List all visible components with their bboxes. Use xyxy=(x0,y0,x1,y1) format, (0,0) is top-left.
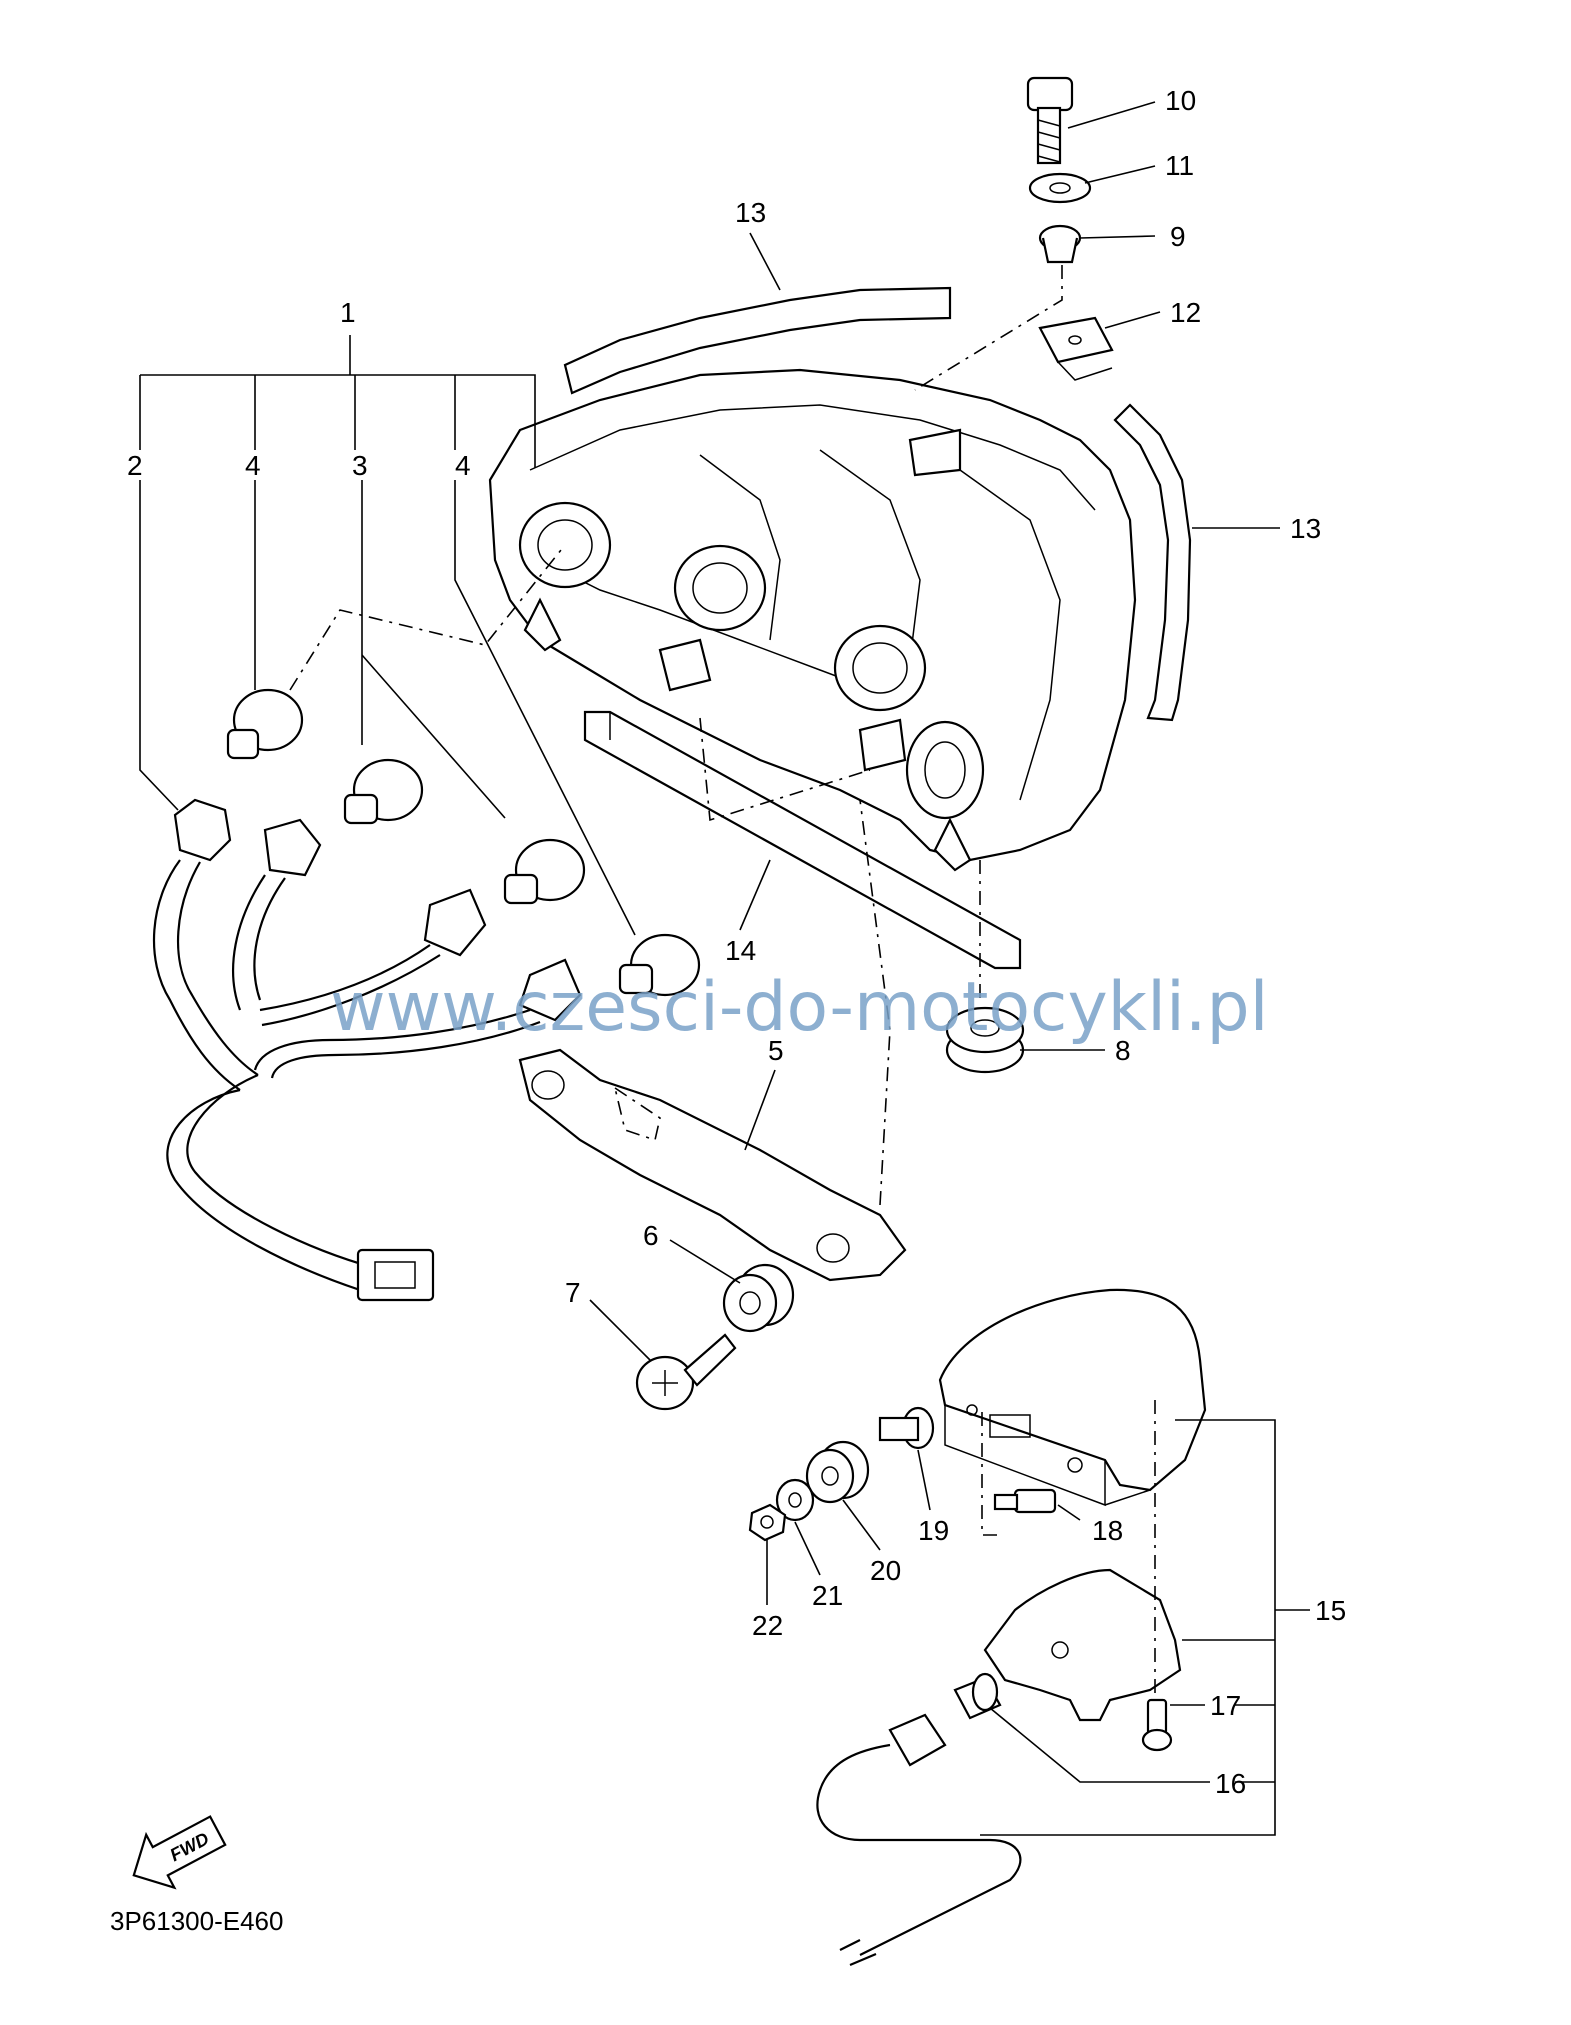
collar xyxy=(1038,224,1082,264)
nut-22 xyxy=(748,1503,787,1542)
callout-7: 7 xyxy=(565,1277,581,1308)
callout-19: 19 xyxy=(918,1515,949,1546)
damper xyxy=(945,1006,1025,1074)
callout-10: 10 xyxy=(1165,85,1196,116)
seal-strip-right xyxy=(1113,403,1192,722)
callout-13-right: 13 xyxy=(1290,513,1321,544)
bulb-left-upper xyxy=(226,688,304,760)
bulb-lower xyxy=(618,933,701,997)
license-light-cover xyxy=(938,1288,1207,1507)
seal-strip-bottom xyxy=(583,710,1022,970)
license-socket-cord xyxy=(816,1713,1022,1967)
bulb-mid xyxy=(343,758,424,825)
callout-11: 11 xyxy=(1165,150,1194,181)
grommet-20 xyxy=(805,1440,870,1504)
screw xyxy=(635,1333,737,1411)
wire-harness xyxy=(152,798,582,1302)
callout-5: 5 xyxy=(768,1035,784,1066)
nut-clip xyxy=(1038,316,1114,381)
bracket xyxy=(518,1048,907,1282)
callout-22: 22 xyxy=(752,1610,783,1641)
license-light-base xyxy=(983,1568,1182,1722)
bolt xyxy=(1026,76,1074,165)
washer xyxy=(1028,172,1092,204)
washer-21 xyxy=(775,1478,815,1522)
callout-9: 9 xyxy=(1170,221,1186,252)
callout-1: 1 xyxy=(340,297,356,328)
callout-6: 6 xyxy=(643,1220,659,1251)
callout-20: 20 xyxy=(870,1555,901,1586)
callout-14: 14 xyxy=(725,935,756,966)
callout-8: 8 xyxy=(1115,1035,1131,1066)
grommet xyxy=(722,1263,795,1333)
drawing-code: 3P61300-E460 xyxy=(110,1906,283,1936)
callout-labels: 1 2 4 3 4 13 13 14 5 6 7 8 9 10 11 12 15… xyxy=(127,85,1346,1799)
fwd-arrow-icon: FWD xyxy=(132,1815,227,1890)
callout-4a: 4 xyxy=(245,450,261,481)
license-bulb xyxy=(953,1672,1002,1720)
cover-screw xyxy=(993,1488,1057,1514)
callout-3: 3 xyxy=(352,450,368,481)
callout-17: 17 xyxy=(1210,1690,1241,1721)
collar-19 xyxy=(878,1406,935,1450)
callout-4b: 4 xyxy=(455,450,471,481)
callout-12: 12 xyxy=(1170,297,1201,328)
callout-21: 21 xyxy=(812,1580,843,1611)
license-light-screw xyxy=(1141,1698,1173,1752)
callout-2: 2 xyxy=(127,450,143,481)
seal-strip-top xyxy=(563,286,952,395)
watermark: www.czesci-do-motocykli.pl xyxy=(330,968,1269,1047)
callout-15: 15 xyxy=(1315,1595,1346,1626)
bulb-right xyxy=(503,838,586,905)
callout-13-top: 13 xyxy=(735,197,766,228)
callout-16: 16 xyxy=(1215,1768,1246,1799)
taillight-housing xyxy=(488,368,1137,872)
callout-18: 18 xyxy=(1092,1515,1123,1546)
leader-lines xyxy=(139,101,1310,1836)
